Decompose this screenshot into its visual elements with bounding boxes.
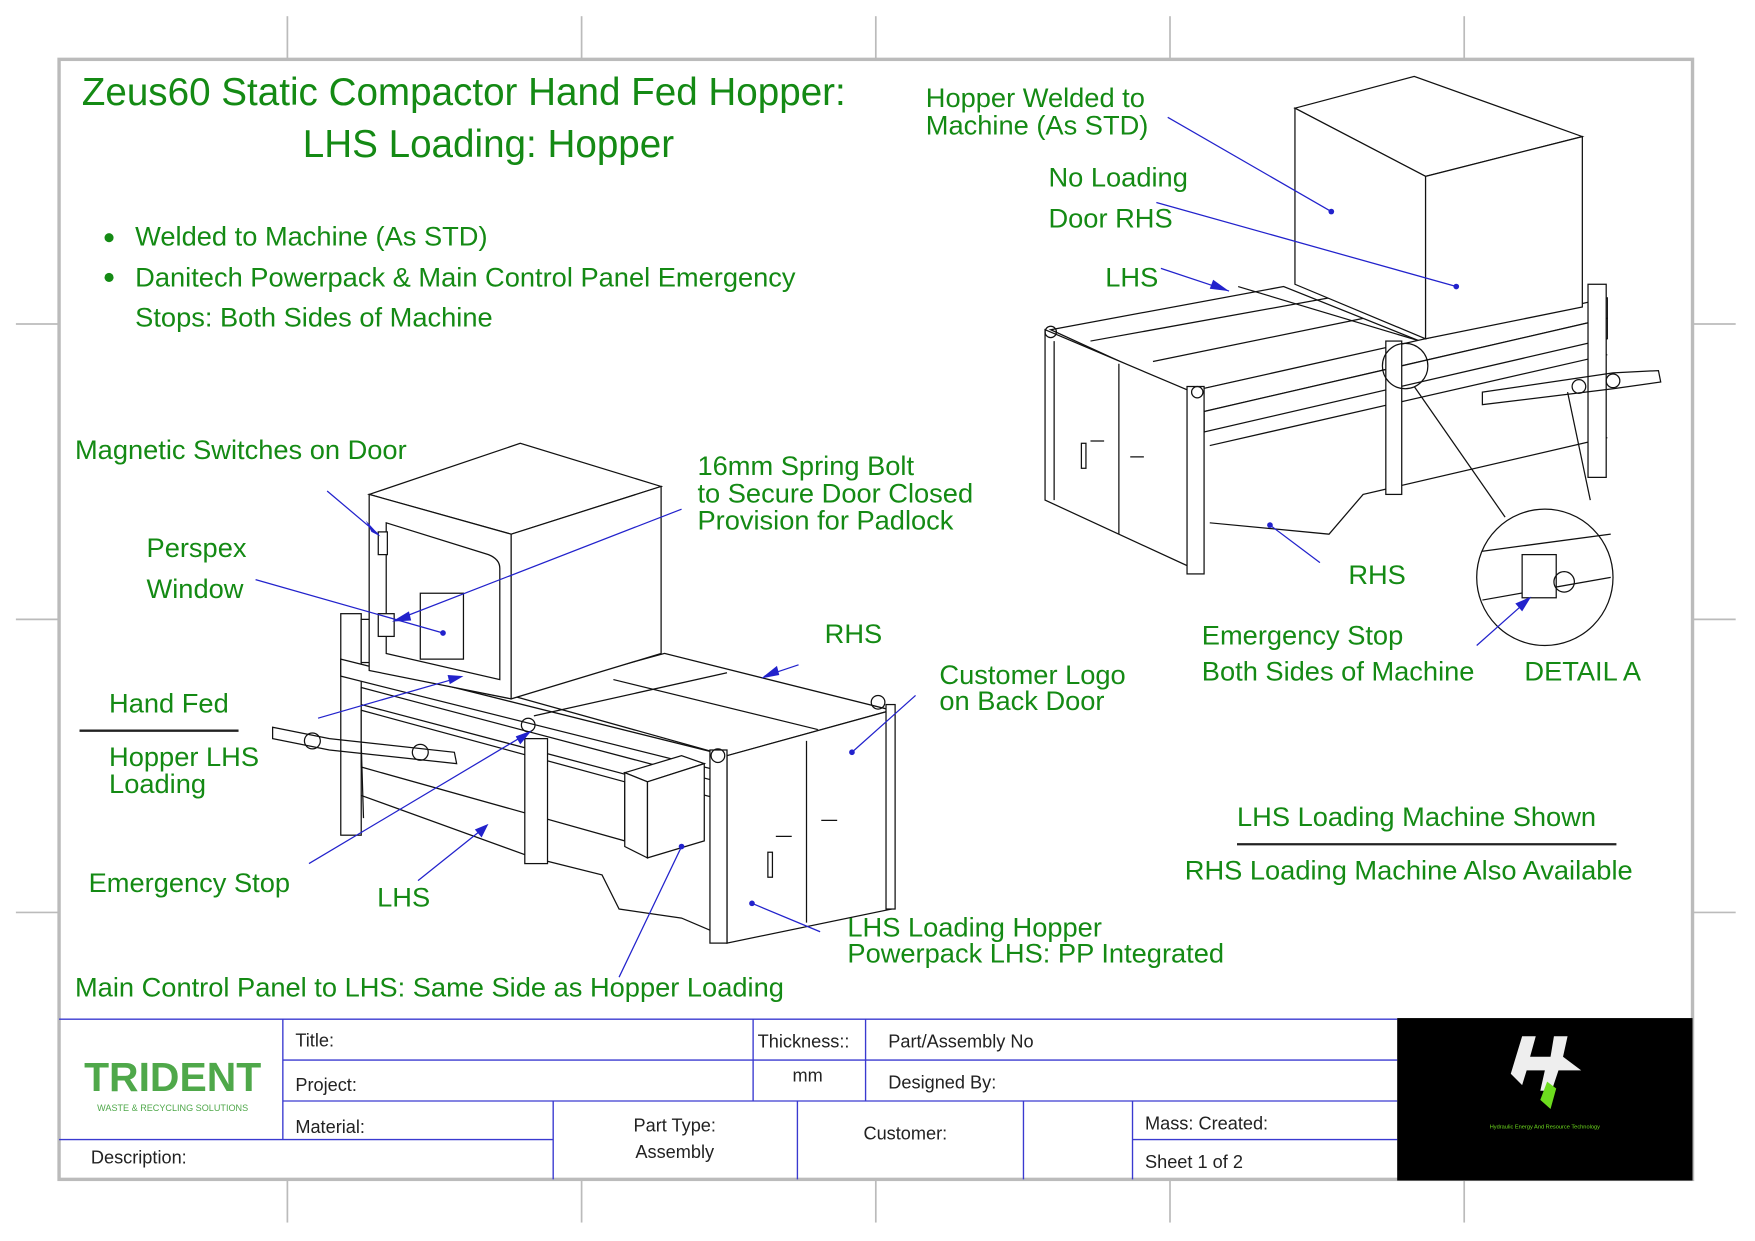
annotation-rhs: RHS bbox=[1348, 559, 1406, 590]
detail-a-label: DETAIL A bbox=[1524, 656, 1641, 687]
annotation-perspex-window: Perspex bbox=[147, 532, 247, 563]
trident-logo-text: TRIDENT bbox=[84, 1054, 261, 1100]
annotation-rhs: RHS bbox=[825, 618, 883, 649]
annotation-spring-bolt: to Secure Door Closed bbox=[697, 477, 973, 508]
drawing-title-line1: Zeus60 Static Compactor Hand Fed Hopper: bbox=[82, 71, 846, 114]
annotation-emergency-stop: Emergency Stop bbox=[1202, 619, 1403, 650]
annotation-spring-bolt: 16mm Spring Bolt bbox=[697, 450, 914, 481]
annotation-customer-logo: on Back Door bbox=[939, 685, 1104, 716]
annotation-lhs: LHS bbox=[377, 882, 430, 913]
bullet-note: Danitech Powerpack & Main Control Panel … bbox=[135, 262, 796, 293]
partner-logo: Hydraulic Energy And Resource Technology bbox=[1397, 1018, 1693, 1181]
partner-logo-tagline: Hydraulic Energy And Resource Technology bbox=[1490, 1124, 1600, 1130]
machine-shown-note: LHS Loading Machine Shown bbox=[1237, 801, 1596, 832]
right-isometric-view bbox=[1044, 75, 1662, 647]
detail-a-circle bbox=[1476, 508, 1614, 647]
bullet-note: Welded to Machine (As STD) bbox=[135, 221, 487, 252]
sheet-number: Sheet 1 of 2 bbox=[1145, 1152, 1243, 1172]
trident-logo: TRIDENT WASTE & RECYCLING SOLUTIONS bbox=[84, 1054, 261, 1113]
h-logo-icon bbox=[1510, 1036, 1582, 1091]
annotation-magnetic-switches: Magnetic Switches on Door bbox=[75, 434, 407, 465]
part-type-label: Part Type: bbox=[634, 1116, 716, 1136]
logo-accent-icon bbox=[1540, 1081, 1557, 1109]
title-label: Title: bbox=[295, 1030, 334, 1050]
description-label: Description: bbox=[91, 1147, 187, 1167]
title-block bbox=[59, 1018, 1398, 1180]
bullet-note: Stops: Both Sides of Machine bbox=[135, 301, 492, 332]
annotation-main-control-panel: Main Control Panel to LHS: Same Side as … bbox=[75, 971, 784, 1002]
annotation-powerpack: LHS Loading Hopper bbox=[847, 911, 1102, 942]
annotation-emergency-stop: Emergency Stop bbox=[89, 867, 290, 898]
annotation-hopper-lhs-loading: Hopper LHS bbox=[109, 741, 259, 772]
annotation-no-loading-door: Door RHS bbox=[1048, 202, 1172, 233]
thickness-unit: mm bbox=[793, 1066, 823, 1086]
annotation-hopper-welded: Hopper Welded to bbox=[926, 82, 1145, 113]
annotation-powerpack: Powerpack LHS: PP Integrated bbox=[847, 937, 1224, 968]
material-label: Material: bbox=[295, 1117, 365, 1137]
bullet-icon bbox=[104, 233, 114, 243]
annotation-lhs: LHS bbox=[1105, 262, 1158, 293]
trident-tagline: WASTE & RECYCLING SOLUTIONS bbox=[97, 1103, 248, 1113]
project-label: Project: bbox=[295, 1075, 357, 1095]
annotation-spring-bolt: Provision for Padlock bbox=[697, 505, 953, 536]
annotation-no-loading-door: No Loading bbox=[1048, 162, 1187, 193]
sheet-frame bbox=[15, 16, 1736, 1223]
mass-created-label: Mass: Created: bbox=[1145, 1113, 1268, 1133]
annotation-emergency-stop: Both Sides of Machine bbox=[1202, 656, 1475, 687]
machine-available-note: RHS Loading Machine Also Available bbox=[1185, 854, 1633, 885]
annotation-hand-fed: Hand Fed bbox=[109, 688, 229, 719]
designed-by-label: Designed By: bbox=[888, 1073, 996, 1093]
drawing-title-line2: LHS Loading: Hopper bbox=[303, 123, 674, 166]
left-isometric-view bbox=[255, 442, 916, 978]
part-type-value: Assembly bbox=[635, 1142, 715, 1162]
annotation-customer-logo: Customer Logo bbox=[939, 659, 1125, 690]
customer-label: Customer: bbox=[863, 1124, 947, 1144]
bullet-icon bbox=[104, 272, 114, 282]
annotation-perspex-window: Window bbox=[147, 573, 244, 604]
annotation-hopper-welded: Machine (As STD) bbox=[926, 109, 1149, 140]
annotation-hopper-lhs-loading: Loading bbox=[109, 768, 206, 799]
thickness-label: Thickness:: bbox=[758, 1032, 850, 1052]
part-no-label: Part/Assembly No bbox=[888, 1032, 1033, 1052]
